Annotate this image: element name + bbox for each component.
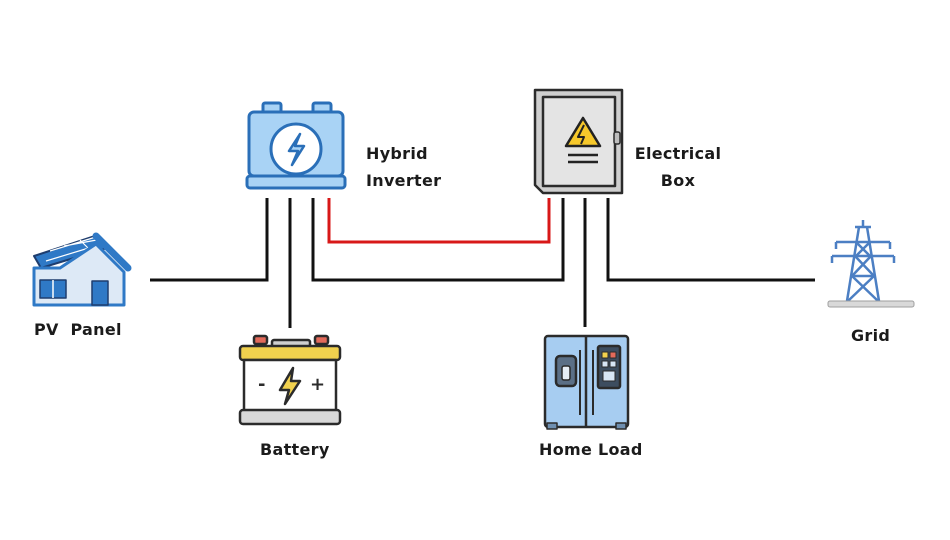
battery-icon	[238, 334, 342, 426]
battery-plus-sign: +	[310, 374, 325, 395]
wire-electrical-box-to-grid	[606, 198, 815, 282]
hybrid-inverter-label: Hybrid Inverter	[366, 140, 441, 194]
grid-tower-base	[827, 300, 915, 308]
wire-inverter-to-electrical-box	[311, 198, 565, 282]
home-load-label: Home Load	[539, 440, 643, 459]
wire-red-inverter-to-electrical-box	[327, 198, 551, 244]
battery-minus-sign: -	[258, 374, 265, 395]
hybrid-inverter-label-line2: Inverter	[366, 171, 442, 190]
electrical-box-icon	[533, 88, 624, 195]
electrical-box-label-line1: Electrical	[634, 144, 722, 163]
pv-panel-house-icon	[32, 232, 132, 307]
hybrid-inverter-label-line1: Hybrid	[366, 144, 428, 163]
hybrid-inverter-icon	[245, 101, 347, 190]
grid-tower-icon	[830, 220, 896, 302]
electrical-box-label: Electrical Box	[632, 140, 724, 194]
wire-pv-to-inverter	[150, 198, 269, 282]
pv-panel-label: PV Panel	[34, 320, 122, 339]
battery-label: Battery	[260, 440, 330, 459]
wires	[150, 198, 815, 328]
home-load-refrigerator-icon	[543, 334, 630, 430]
grid-label: Grid	[851, 326, 891, 345]
electrical-box-label-line2: Box	[660, 171, 696, 190]
